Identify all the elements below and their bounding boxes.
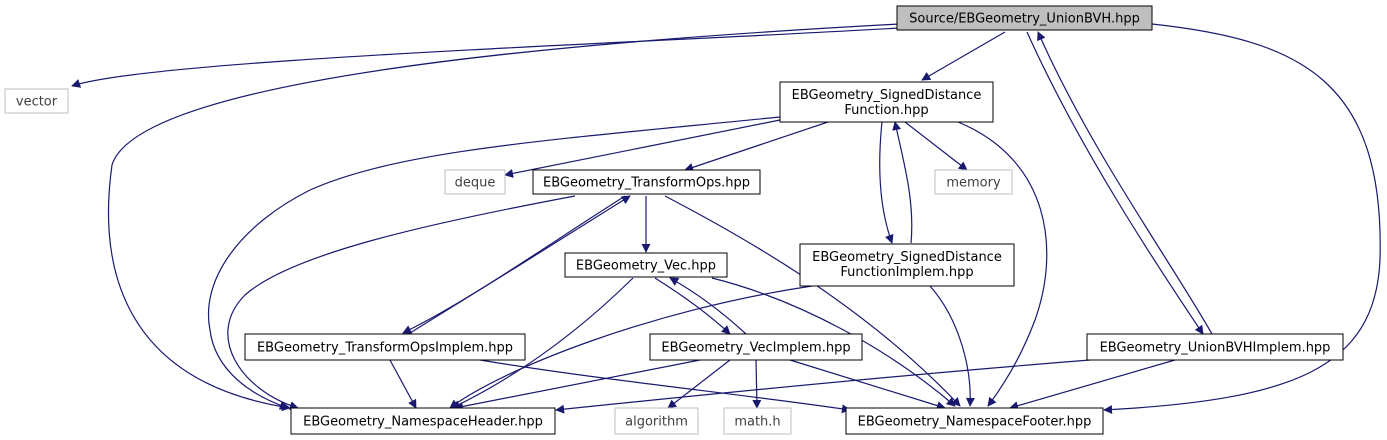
edge-root-nsfooter [1103,23,1381,415]
edge-transformopsimpl-nsheader [389,359,417,409]
node-memory: memory [934,169,1013,195]
edge-root-sdf [921,31,1006,81]
edge-vecimpl-nsheader [454,359,701,411]
node-sdfimpl-label-line2: FunctionImplem.hpp [840,265,973,280]
node-algorithm-label: algorithm [625,415,688,430]
node-root-label: Source/EBGeometry_UnionBVH.hpp [909,12,1140,27]
node-deque: deque [444,169,506,195]
node-nsfooter[interactable]: EBGeometry_NamespaceFooter.hpp [845,407,1104,435]
edge-sdf-transformops [684,121,829,172]
edge-sdfimpl-nsheader [449,285,813,409]
edge-vecimpl-mathh [752,359,762,409]
node-root[interactable]: Source/EBGeometry_UnionBVH.hpp [896,5,1153,31]
node-deque-label: deque [455,176,496,191]
edge-sdf-deque [504,119,781,178]
edge-unionbvhimpl-nsfooter [1009,359,1176,411]
edge-transformops-nsfooter [664,195,961,407]
node-nsfooter-label: EBGeometry_NamespaceFooter.hpp [858,415,1092,430]
node-sdfimpl-label-line1: EBGeometry_SignedDistance [812,250,1002,265]
node-mathh: math.h [723,407,792,435]
edge-sdfimpl-nsfooter [929,285,975,407]
node-transformops[interactable]: EBGeometry_TransformOps.hpp [532,169,761,195]
node-memory-label: memory [946,176,1001,191]
edge-root-unionbvhimpl [1026,31,1204,335]
node-sdf-label-line1: EBGeometry_SignedDistance [792,88,982,103]
edge-vecimpl-algorithm [667,359,731,409]
node-unionbvhimpl[interactable]: EBGeometry_UnionBVHImplem.hpp [1086,333,1344,361]
node-transformopsimpl[interactable]: EBGeometry_TransformOpsImplem.hpp [244,333,526,361]
edge-root-vector [71,27,901,88]
node-mathh-label: math.h [734,415,780,430]
node-unionbvhimpl-label: EBGeometry_UnionBVHImplem.hpp [1100,341,1331,356]
edge-vec-nsheader [451,277,634,409]
edge-transformops-nsheader [227,195,576,410]
node-nsheader-label: EBGeometry_NamespaceHeader.hpp [303,415,543,430]
node-vecimpl[interactable]: EBGeometry_VecImplem.hpp [649,333,863,361]
node-transformops-label: EBGeometry_TransformOps.hpp [543,176,750,191]
edge-sdf-nsheader [208,116,781,410]
edge-sdf-sdfimpl [879,121,894,244]
edge-vec-vecimpl [654,277,731,335]
node-vector: vector [4,88,69,114]
edge-root-nsheader [107,23,901,412]
node-vector-label: vector [16,95,58,110]
node-sdfimpl[interactable]: EBGeometry_SignedDistance FunctionImplem… [799,243,1015,287]
edge-sdfimpl-sdf [892,121,913,244]
node-vec[interactable]: EBGeometry_Vec.hpp [564,252,728,278]
edge-unionbvhimpl-nsheader [555,359,1091,414]
edge-sdf-memory [904,121,968,171]
node-vec-label: EBGeometry_Vec.hpp [576,259,716,274]
edge-transformopsimpl-transformops [409,195,631,334]
edge-transformopsimpl-nsfooter [479,359,851,414]
edge-vecimpl-vec [669,277,747,335]
node-transformopsimpl-label: EBGeometry_TransformOpsImplem.hpp [257,341,513,356]
edge-unionbvhimpl-root [1037,31,1213,335]
node-algorithm: algorithm [614,407,699,435]
edge-vecimpl-nsfooter [789,359,946,410]
node-vecimpl-label: EBGeometry_VecImplem.hpp [661,341,850,356]
edge-sdf-nsfooter [957,121,1048,407]
edge-vec-nsfooter [711,277,956,407]
node-sdf-label-line2: Function.hpp [844,103,928,118]
node-sdf[interactable]: EBGeometry_SignedDistance Function.hpp [779,81,994,123]
node-nsheader[interactable]: EBGeometry_NamespaceHeader.hpp [290,407,556,435]
